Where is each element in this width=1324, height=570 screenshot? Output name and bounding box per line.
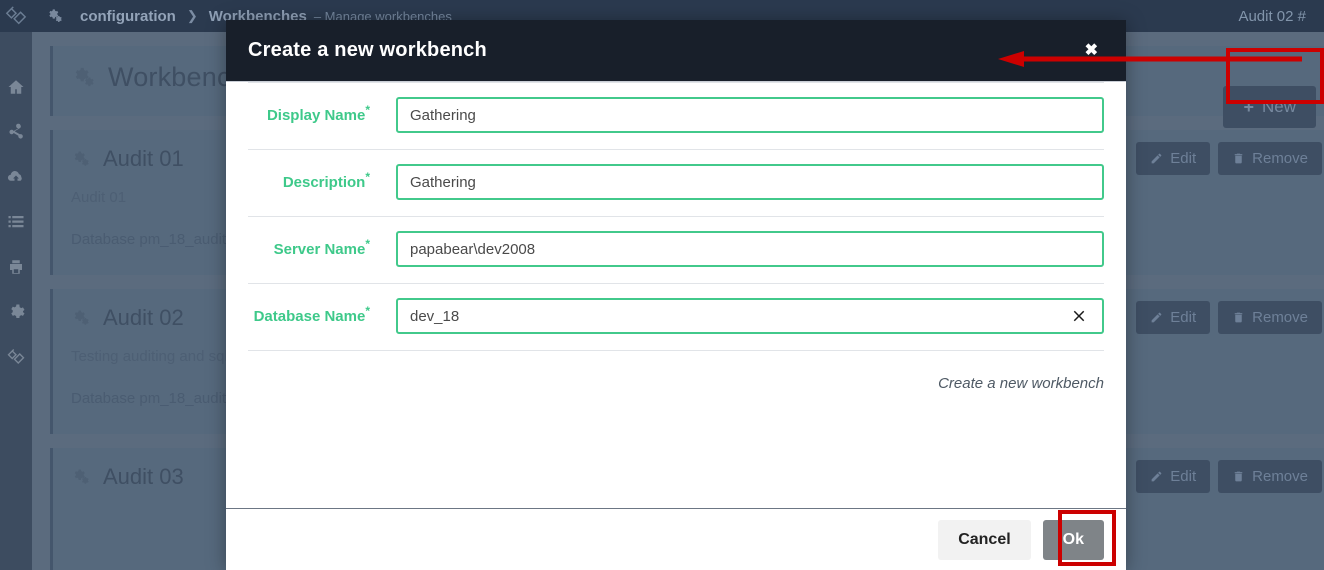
chevrons-logo-icon: [7, 349, 25, 364]
list-icon: [8, 216, 24, 228]
card-title: Audit 03: [71, 464, 1306, 490]
clear-icon[interactable]: [1070, 306, 1090, 326]
gears-icon: [71, 150, 89, 168]
remove-button[interactable]: Remove: [1218, 460, 1322, 493]
dialog-body: Display Name* Description* Server Name*: [226, 82, 1126, 508]
display-name-field-wrap: [396, 97, 1104, 133]
left-sidebar: [0, 0, 32, 570]
server-name-label-text: Server Name: [273, 240, 366, 258]
sidebar-item-share[interactable]: [7, 123, 25, 141]
server-name-input[interactable]: [396, 231, 1104, 267]
database-name-input[interactable]: [396, 298, 1104, 334]
card-title: Audit 02: [71, 305, 1306, 331]
card-title: Audit 01: [71, 146, 1306, 172]
breadcrumb-root[interactable]: configuration: [80, 7, 176, 25]
sidebar-item-cloud-upload[interactable]: [7, 168, 25, 186]
remove-button[interactable]: Remove: [1218, 301, 1322, 334]
sidebar-logo[interactable]: [0, 0, 32, 32]
remove-label: Remove: [1252, 309, 1308, 326]
form-row-display-name: Display Name*: [248, 82, 1104, 150]
new-button-wrap: + New: [1223, 86, 1316, 128]
description-label: Description*: [248, 171, 396, 191]
display-name-label-text: Display Name: [266, 106, 366, 124]
card-description: Testing auditing and sql d: [71, 348, 241, 365]
chevrons-logo-icon: [5, 6, 27, 25]
pencil-icon: [1151, 312, 1162, 323]
description-field-wrap: [396, 164, 1104, 200]
description-input[interactable]: [396, 164, 1104, 200]
card-actions: Edit Remove: [1136, 301, 1322, 334]
trash-icon: [1234, 153, 1243, 164]
gears-icon: [71, 66, 94, 89]
display-name-input[interactable]: [396, 97, 1104, 133]
edit-label: Edit: [1170, 309, 1197, 326]
dialog-footer: Cancel Ok: [226, 508, 1126, 570]
dialog-title: Create a new workbench: [248, 39, 487, 61]
gears-icon: [46, 8, 62, 24]
remove-label: Remove: [1252, 150, 1308, 167]
server-name-field-wrap: [396, 231, 1104, 267]
new-button-label: New: [1261, 97, 1296, 116]
sidebar-item-list[interactable]: [7, 213, 25, 231]
database-name-label: Database Name*: [248, 305, 396, 325]
database-name-label-text: Database Name: [253, 307, 366, 325]
required-marker: *: [365, 303, 370, 318]
trash-icon: [1234, 471, 1243, 482]
card-actions: Edit Remove: [1136, 142, 1322, 175]
close-icon[interactable]: ✖: [1079, 41, 1104, 61]
edit-button[interactable]: Edit: [1136, 142, 1211, 175]
close-x-icon: [1073, 310, 1085, 322]
description-label-text: Description: [282, 173, 366, 191]
share-icon: [9, 123, 23, 139]
user-menu[interactable]: Audit 02 #: [1238, 7, 1306, 25]
chevron-right-icon: ❯: [186, 8, 198, 23]
sidebar-icon-list: [0, 32, 32, 366]
sidebar-item-brand[interactable]: [7, 348, 25, 366]
gear-icon: [11, 304, 25, 318]
trash-icon: [1234, 312, 1243, 323]
card-title-text: Audit 03: [103, 464, 184, 489]
remove-label: Remove: [1252, 468, 1308, 485]
add-new-workbench-button[interactable]: + New: [1223, 86, 1316, 128]
cloud-upload-icon: [7, 170, 22, 181]
ok-button[interactable]: Ok: [1042, 519, 1104, 560]
card-title-text: Audit 01: [103, 146, 184, 171]
database-name-field-wrap: [396, 298, 1104, 334]
form-row-description: Description*: [248, 150, 1104, 217]
plus-icon: +: [1243, 97, 1254, 117]
card-title-text: Audit 02: [103, 305, 184, 330]
gears-icon: [71, 309, 89, 327]
edit-label: Edit: [1170, 150, 1197, 167]
card-actions: Edit Remove: [1136, 460, 1322, 493]
edit-button[interactable]: Edit: [1136, 460, 1211, 493]
gears-icon: [71, 468, 89, 486]
required-marker: *: [365, 236, 370, 251]
required-marker: *: [365, 102, 370, 117]
sidebar-item-home[interactable]: [7, 78, 25, 96]
remove-button[interactable]: Remove: [1218, 142, 1322, 175]
card-database: Database pm_18_audit_0: [71, 390, 243, 407]
create-workbench-dialog: Create a new workbench ✖ Display Name* D…: [226, 20, 1126, 570]
dialog-header: Create a new workbench ✖: [226, 20, 1126, 82]
dialog-hint: Create a new workbench: [938, 375, 1104, 392]
card-description: Audit 01: [71, 189, 127, 206]
home-icon: [8, 80, 24, 94]
display-name-label: Display Name*: [248, 104, 396, 124]
card-database: Database pm_18_audit_0: [71, 231, 243, 248]
sidebar-item-printer[interactable]: [7, 258, 25, 276]
cancel-button[interactable]: Cancel: [938, 519, 1031, 560]
server-name-label: Server Name*: [248, 238, 396, 258]
pencil-icon: [1151, 153, 1162, 164]
form-row-server-name: Server Name*: [248, 217, 1104, 284]
required-marker: *: [365, 169, 370, 184]
edit-button[interactable]: Edit: [1136, 301, 1211, 334]
printer-icon: [10, 260, 22, 274]
edit-label: Edit: [1170, 468, 1197, 485]
form-row-database-name: Database Name*: [248, 284, 1104, 351]
sidebar-item-settings[interactable]: [7, 303, 25, 321]
breadcrumb-description: – Manage workbenches: [313, 8, 452, 24]
pencil-icon: [1151, 471, 1162, 482]
